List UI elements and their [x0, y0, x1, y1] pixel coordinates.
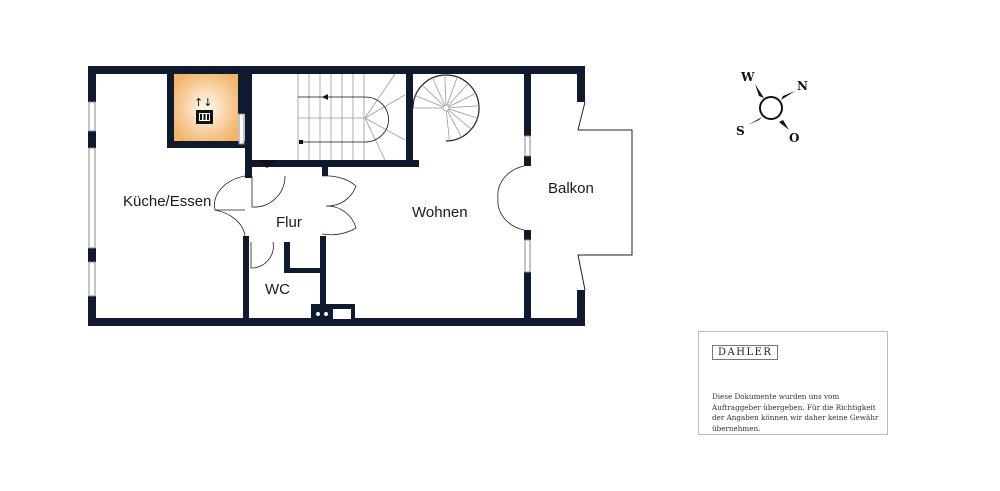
disclaimer-box: DAHLER Diese Dokumente wurden uns vom Au… [698, 331, 888, 435]
compass-east: O [789, 131, 799, 145]
dahler-logo: DAHLER [712, 345, 779, 360]
spiral-staircase [412, 74, 480, 142]
room-label-kitchen: Küche/Essen [123, 193, 211, 210]
doors [214, 160, 525, 269]
room-label-wc: WC [265, 281, 290, 298]
compass-west: W [740, 70, 755, 84]
shaft-detail [316, 309, 351, 319]
room-label-living: Wohnen [412, 204, 468, 221]
walls [88, 66, 585, 326]
svg-text:↑↓: ↑↓ [194, 96, 212, 109]
compass-south: S [736, 124, 745, 138]
compass-north: N [797, 79, 808, 93]
room-label-hall: Flur [276, 214, 302, 231]
disclaimer-text: Diese Dokumente wurden uns vom Auftragge… [712, 392, 879, 433]
staircase [297, 73, 406, 161]
elevator-icon: ↑↓ [194, 96, 213, 124]
balcony [577, 101, 633, 291]
windows [88, 101, 531, 297]
compass: W N S O [736, 70, 808, 145]
room-label-balcony: Balkon [548, 180, 594, 197]
elevator [174, 74, 238, 141]
